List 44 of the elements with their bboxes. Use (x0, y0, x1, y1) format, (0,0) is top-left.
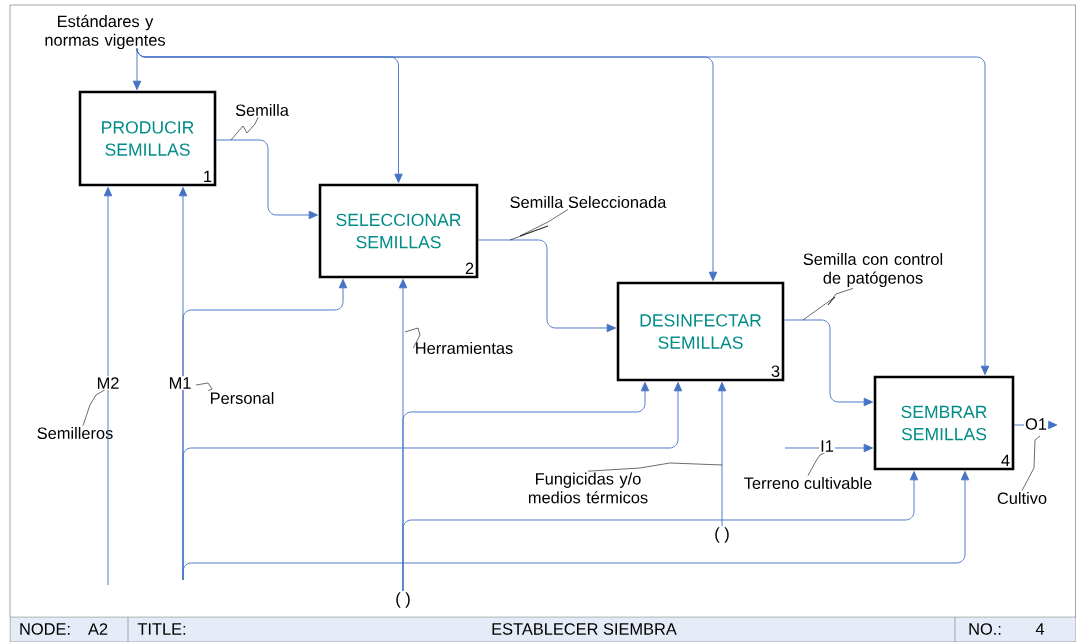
arrow-label: Semilla Seleccionada (510, 195, 667, 208)
arrow (717, 382, 727, 527)
arrow (103, 187, 113, 586)
arrow (136, 48, 990, 375)
footer-text: 4 (1035, 623, 1045, 635)
arrow-label: Herramientas (416, 341, 513, 354)
footer-text: ESTABLECER SIEMBRA (492, 623, 677, 635)
arrow-label: Fungicidas y/o medios térmicos (528, 472, 648, 504)
leader-line (802, 288, 854, 321)
arrow (182, 471, 970, 581)
process-box: SEMBRAR SEMILLAS 4 (873, 375, 1015, 471)
arrow-label: Personal (211, 391, 274, 404)
arrow (783, 319, 873, 407)
arrow-label: Estándares y normas vigentes (45, 14, 165, 50)
process-box: SELECCIONAR SEMILLAS 2 (318, 183, 479, 279)
arrow-label: Terreno cultivable (744, 476, 872, 489)
arrow-label: Semilla con control de patógenos (803, 253, 943, 287)
leader-line (404, 327, 421, 349)
arrow (402, 471, 919, 592)
arrow-label: Semilla (235, 103, 289, 116)
icom-code: I1 (819, 439, 835, 453)
tunnel-mark: ( ) (396, 592, 410, 608)
arrow-label: Cultivo (997, 491, 1047, 504)
tunnel-mark: ( ) (715, 527, 729, 543)
arrow-label: Semilleros (37, 426, 113, 439)
leader-line (807, 451, 827, 476)
leader-line (587, 462, 723, 472)
leader-line (1021, 435, 1041, 491)
process-box: PRODUCIR SEMILLAS 1 (78, 90, 217, 187)
footer-text: TITLE: (137, 623, 186, 635)
arrow (215, 139, 318, 220)
leader-line (230, 117, 259, 141)
footer-text: NODE: (20, 623, 70, 635)
leader-line (509, 209, 569, 241)
arrow (132, 50, 142, 90)
footer-text: NO.: (969, 623, 1001, 635)
footer-text: A2 (88, 623, 108, 635)
icom-code: O1 (1023, 417, 1049, 431)
arrow (477, 239, 616, 333)
arrow (784, 443, 873, 453)
leader-line (195, 382, 213, 391)
icom-code: M2 (95, 376, 121, 390)
process-box: DESINFECTAR SEMILLAS 3 (616, 281, 785, 382)
icom-code: M1 (167, 376, 193, 390)
